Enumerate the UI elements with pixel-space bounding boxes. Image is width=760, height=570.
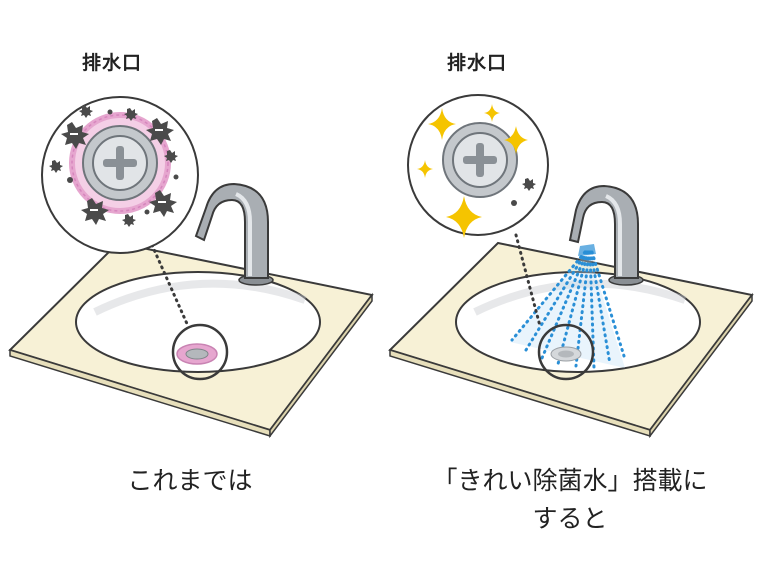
germ-icon <box>49 105 179 227</box>
basin <box>75 271 321 373</box>
germ-icon <box>511 178 536 206</box>
faucet-icon <box>194 182 274 286</box>
caption-after-line1: 「きれい除菌水」搭載に <box>432 466 708 495</box>
basin-drain-dirty <box>171 323 229 381</box>
drain-label-before: 排水口 <box>82 52 143 74</box>
basin-drain-clean <box>537 323 595 381</box>
zoom-circle-after <box>407 94 549 238</box>
water-spray-icon <box>510 244 626 370</box>
zoom-leader-line <box>514 233 542 328</box>
zoom-circle-before <box>41 96 199 254</box>
drain-cover-icon <box>442 122 518 198</box>
caption-before: これまでは <box>127 466 253 495</box>
sparkle-icon <box>417 104 528 238</box>
sink-illustration-after <box>388 94 754 439</box>
caption-after: 「きれい除菌水」搭載に すると <box>368 462 760 538</box>
sink-illustration-before <box>8 96 374 439</box>
basin-inner-shadow <box>93 279 307 316</box>
drain-label-after: 排水口 <box>447 52 508 74</box>
basin <box>455 271 701 373</box>
zoom-leader-line <box>150 243 190 328</box>
caption-after-line2: すると <box>532 504 608 533</box>
basin-inner-shadow <box>473 279 687 316</box>
panel-before: 排水口 これまでは <box>8 52 374 495</box>
countertop-edge-right <box>649 292 753 439</box>
faucet-icon <box>568 184 644 286</box>
drain-cover-icon <box>82 125 158 201</box>
countertop-edge-right <box>269 292 373 439</box>
panel-after: 排水口 「きれい除菌水」搭載に すると <box>380 0 760 570</box>
